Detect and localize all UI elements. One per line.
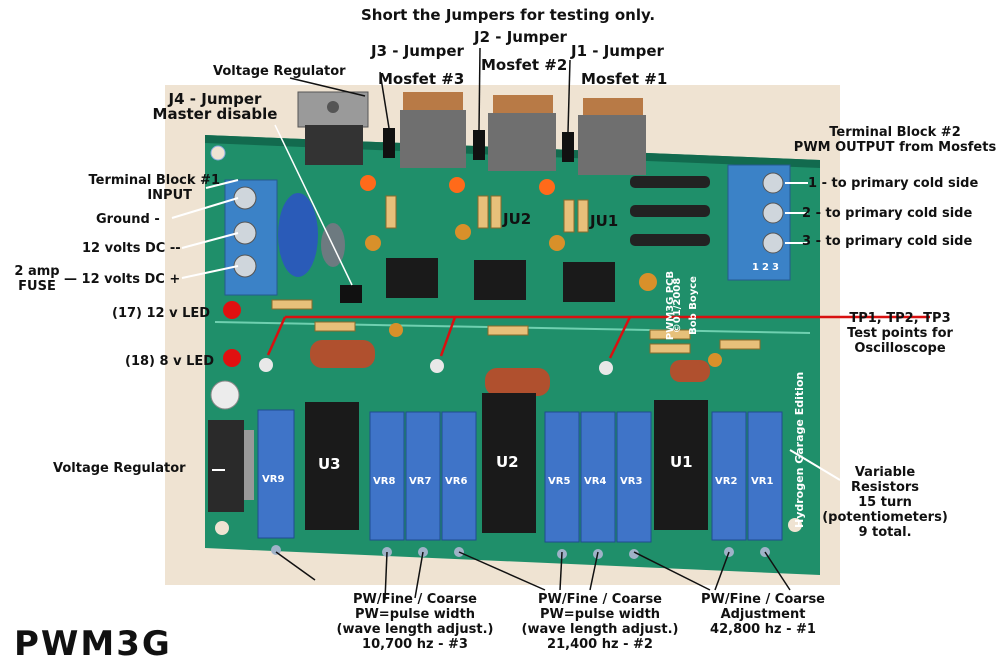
label-g2-line2: PW=pulse width — [539, 607, 661, 622]
silk-u2: U2 — [496, 453, 519, 471]
ic-8pin-2 — [474, 260, 526, 300]
trimmer-pots — [257, 409, 783, 543]
label-tp-line2: Test points for — [847, 326, 953, 341]
led-12v — [223, 301, 241, 319]
label-vr-line3: 15 turn — [858, 495, 912, 510]
vr8-label: VR8 — [373, 476, 396, 487]
label-12v-plus: — 12 volts DC + — [64, 272, 181, 287]
vr4-label: VR4 — [584, 476, 607, 487]
label-j4-line1: J4 - Jumper — [168, 90, 262, 108]
ic-u3 — [305, 402, 359, 530]
vr2-label: VR2 — [715, 476, 738, 487]
ic-8pin-1 — [563, 262, 615, 302]
mosfet-3 — [400, 92, 466, 168]
label-terminal-block-1: Terminal Block #1 INPUT — [40, 173, 221, 203]
vr1-label: VR1 — [751, 476, 774, 487]
j4-jumper — [340, 285, 362, 303]
label-terminal-block-2: Terminal Block #2 PWM OUTPUT from Mosfet… — [790, 125, 1000, 155]
label-g3-line3: (wave length adjust.) — [336, 622, 494, 637]
label-vr-line1: Variable — [854, 465, 916, 480]
label-j4-line2: Master disable — [152, 105, 278, 123]
silk-u1: U1 — [670, 453, 693, 471]
label-led-12v: (17) 12 v LED — [112, 306, 211, 321]
voltage-regulator-top — [297, 91, 369, 165]
ic-8pin-3 — [386, 258, 438, 298]
label-fuse-line1: 2 amp — [14, 264, 60, 279]
label-tp-line3: Oscilloscope — [854, 341, 946, 356]
vr3-label: VR3 — [620, 476, 643, 487]
label-j4: J4 - Jumper Master disable — [150, 92, 280, 122]
terminal-block-1 — [224, 179, 278, 296]
credit-line1: Bob Boyce — [687, 276, 699, 335]
label-g1-line3: 42,800 hz - #1 — [710, 622, 816, 637]
label-led-8v: (18) 8 v LED — [125, 354, 215, 369]
diodes — [630, 176, 710, 246]
vr7-label: VR7 — [409, 476, 432, 487]
label-test-points: TP1, TP2, TP3 Test points for Oscillosco… — [830, 311, 970, 356]
label-tp-line1: TP1, TP2, TP3 — [849, 311, 951, 326]
label-g2-line4: 21,400 hz - #2 — [547, 637, 653, 652]
label-12v-minus: 12 volts DC -- — [82, 241, 181, 256]
label-tb1-line2: INPUT — [147, 188, 192, 203]
label-group-3: PW/Fine / Coarse PW=pulse width (wave le… — [330, 592, 500, 652]
silk-u3: U3 — [318, 455, 341, 473]
label-fuse: 2 amp FUSE — [12, 264, 62, 294]
label-mosfet1: Mosfet #1 — [581, 70, 668, 88]
label-vr-line5: 9 total. — [858, 525, 912, 540]
label-ground: Ground - — [96, 212, 160, 227]
credit-line3: PWM3G PCB — [665, 270, 677, 341]
label-tb2-line2: PWM OUTPUT from Mosfets — [793, 140, 997, 155]
blue-capacitor — [278, 193, 318, 277]
label-g1-line1: PW/Fine / Coarse — [700, 592, 826, 607]
label-voltage-regulator-top: Voltage Regulator — [213, 64, 346, 79]
label-output-1: 1 - to primary cold side — [808, 176, 979, 191]
header-note: Short the Jumpers for testing only. — [361, 6, 656, 24]
tb-number-3: 3 — [772, 262, 779, 273]
label-g3-line2: PW=pulse width — [354, 607, 476, 622]
label-j1: J1 - Jumper — [571, 42, 664, 60]
label-g3-line1: PW/Fine / Coarse — [352, 592, 478, 607]
vr6-label: VR6 — [445, 476, 468, 487]
label-variable-resistors: Variable Resistors 15 turn (potentiomete… — [815, 465, 955, 540]
label-g3-line4: 10,700 hz - #3 — [362, 637, 468, 652]
test-point-pointers — [266, 315, 930, 359]
label-g2-line3: (wave length adjust.) — [521, 622, 679, 637]
ic-u2 — [482, 393, 536, 533]
label-output-2: 2 - to primary cold side — [802, 206, 973, 221]
mosfet-2 — [488, 95, 556, 171]
label-tb2-line1: Terminal Block #2 — [829, 125, 961, 140]
vr5-label: VR5 — [548, 476, 571, 487]
label-tb1-line1: Terminal Block #1 — [88, 173, 221, 188]
label-mosfet2: Mosfet #2 — [481, 56, 568, 74]
voltage-regulator-bottom — [208, 420, 254, 512]
label-g2-line1: PW/Fine / Coarse — [537, 592, 663, 607]
label-vr-line2: Resistors — [850, 480, 920, 495]
label-fuse-line2: FUSE — [18, 279, 56, 294]
label-voltage-regulator-left: Voltage Regulator — [53, 461, 186, 476]
terminal-block-2 — [727, 164, 791, 281]
tb-number-2: 2 — [762, 262, 769, 273]
film-cap-3 — [670, 360, 710, 382]
label-j2: J2 - Jumper — [474, 28, 567, 46]
label-g1-line2: Adjustment — [720, 607, 806, 622]
film-cap-1 — [310, 340, 375, 368]
film-cap-2 — [485, 368, 550, 396]
mosfet-1 — [578, 98, 646, 175]
page-title: PWM3G — [14, 624, 172, 664]
label-group-2: PW/Fine / Coarse PW=pulse width (wave le… — [515, 592, 685, 652]
label-output-3: 3 - to primary cold side — [802, 234, 973, 249]
edition-silk: Hydrogen Garage Edition — [793, 371, 806, 528]
ic-u1 — [654, 400, 708, 530]
leader-lines — [60, 179, 841, 481]
vr9-label: VR9 — [262, 474, 285, 485]
led-8v — [223, 349, 241, 367]
silk-ju2: JU2 — [503, 210, 532, 228]
label-mosfet3: Mosfet #3 — [378, 70, 465, 88]
tb-number-1: 1 — [752, 262, 759, 273]
label-j3: J3 - Jumper — [371, 42, 464, 60]
label-group-1: PW/Fine / Coarse Adjustment 42,800 hz - … — [688, 592, 838, 637]
label-vr-line4: (potentiometers) — [822, 510, 948, 525]
silk-ju1: JU1 — [590, 212, 619, 230]
